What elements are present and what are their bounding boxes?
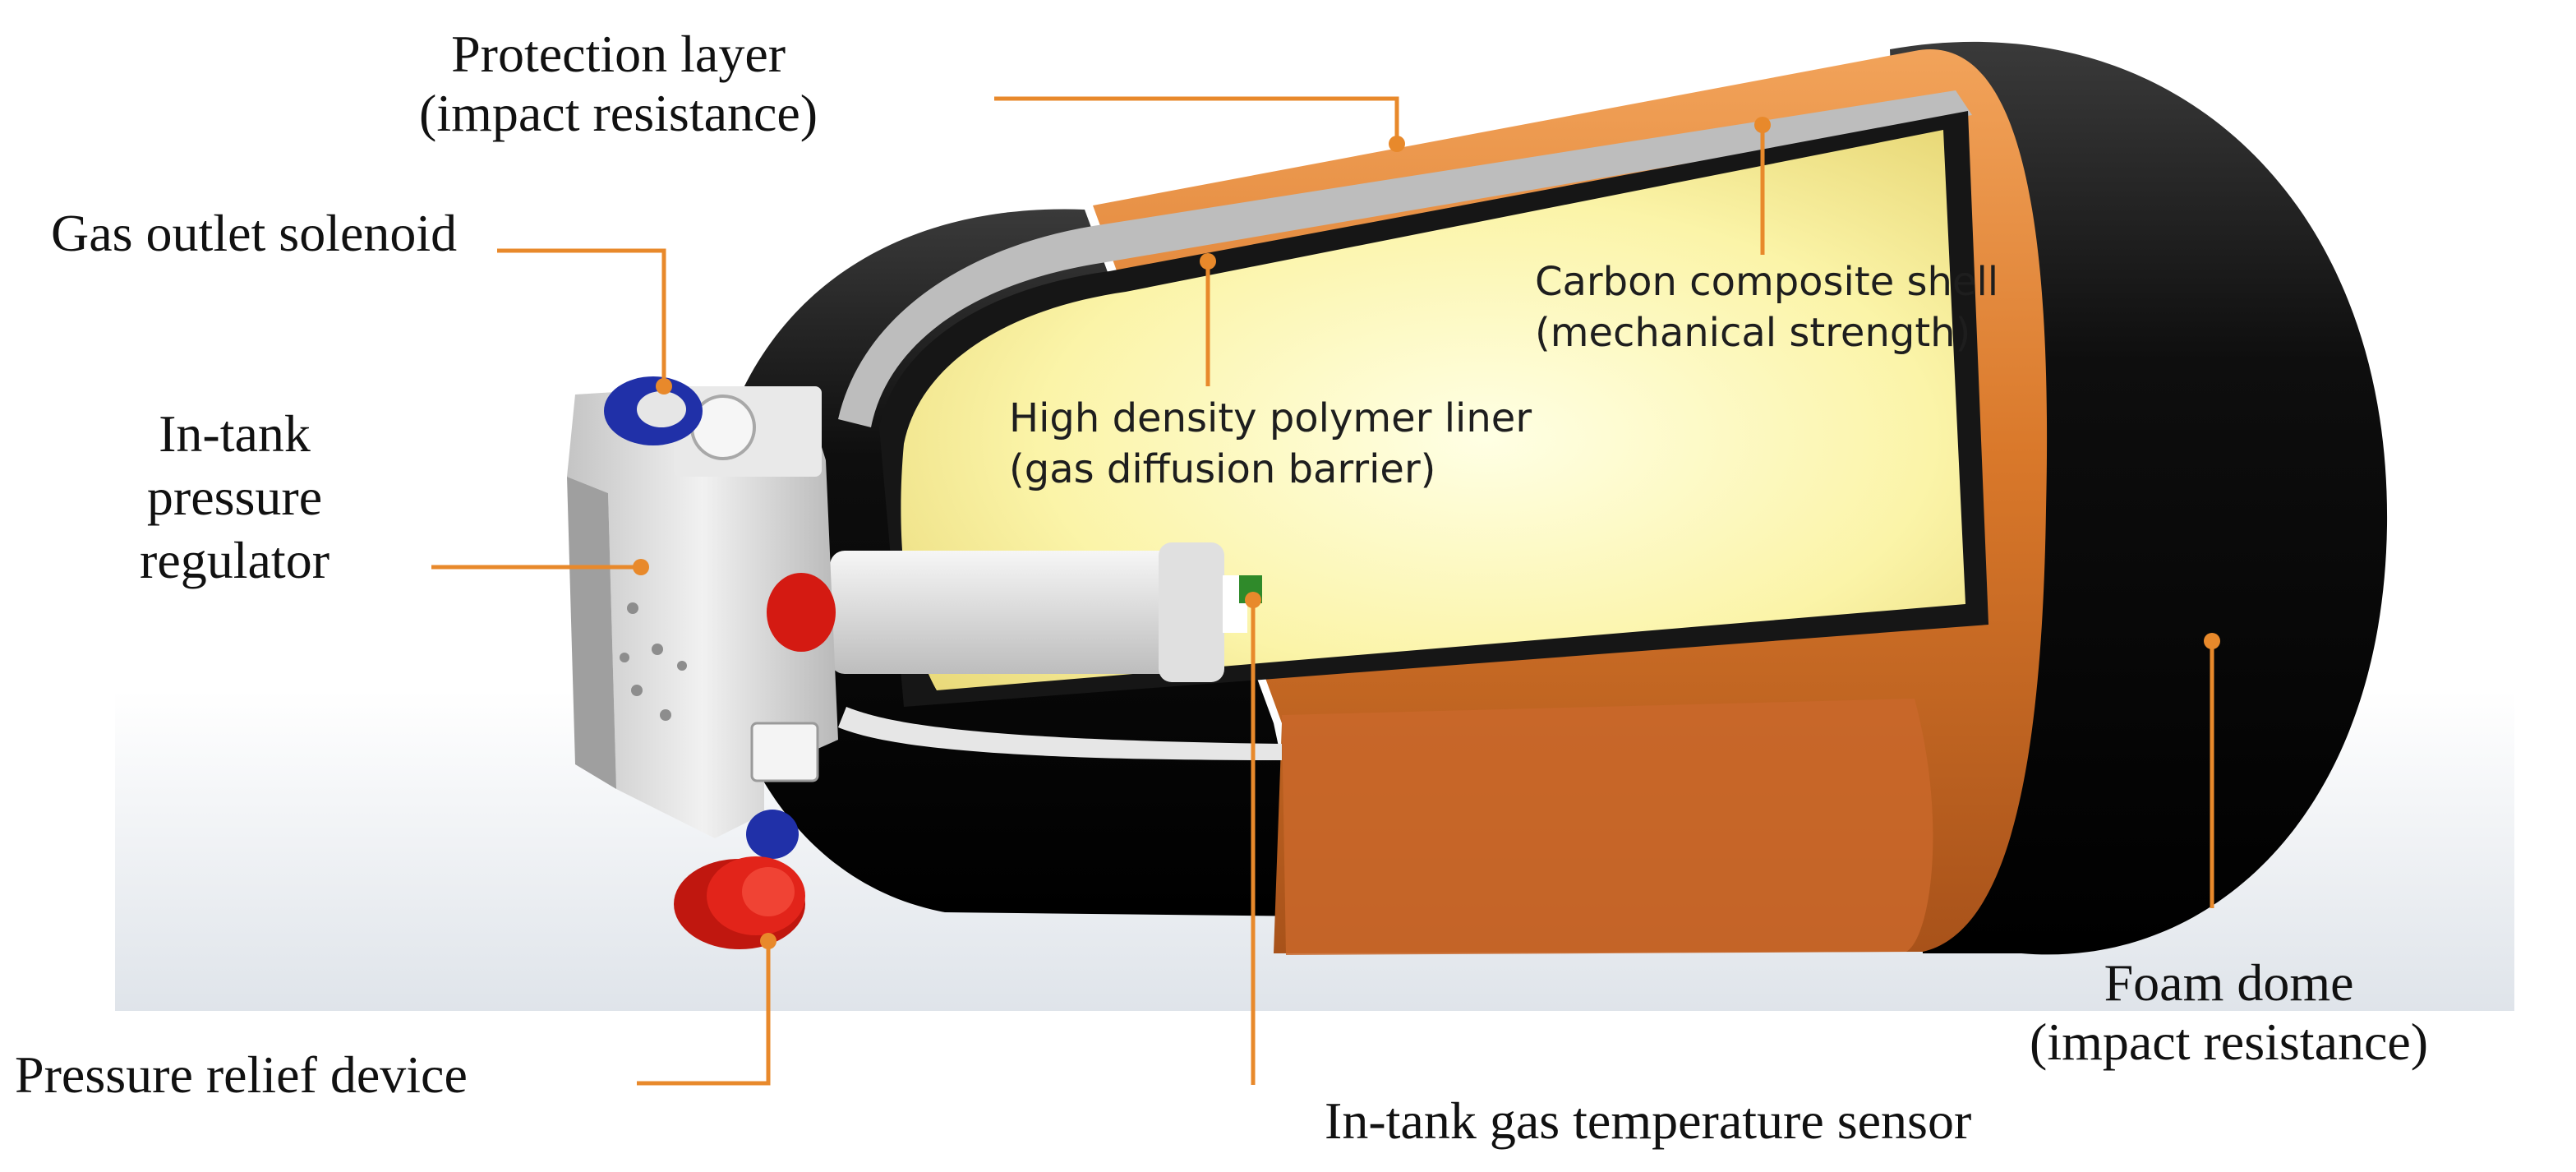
label-protection-layer: Protection layer (impact resistance) [419, 25, 818, 142]
regulator-side-face [567, 477, 616, 789]
label-carbon-composite-shell: Carbon composite shell (mechanical stren… [1535, 256, 1998, 359]
red-side-fitting [767, 573, 836, 652]
label-temp-sensor-text: In-tank gas temperature sensor [1325, 1091, 1972, 1150]
regulator-holes [620, 602, 687, 721]
blue-lower-fitting [746, 810, 799, 859]
front-band [1282, 699, 1933, 955]
label-carbon-shell-line1: Carbon composite shell [1535, 259, 1999, 305]
shell-cut-edge [838, 90, 1972, 427]
label-regulator-line2: pressure [146, 467, 323, 526]
label-gas-outlet-text: Gas outlet solenoid [51, 204, 458, 262]
label-pressure-regulator: In-tank pressure regulator [140, 403, 329, 592]
label-pressure-relief-device: Pressure relief device [15, 1045, 468, 1105]
label-polymer-liner-line2: (gas diffusion barrier) [1009, 446, 1436, 493]
blue-solenoid-core [637, 391, 686, 427]
pipe-collar [1159, 542, 1224, 682]
label-foam-dome: Foam dome (impact resistance) [2030, 953, 2428, 1071]
label-carbon-shell-line2: (mechanical strength) [1535, 310, 1971, 357]
label-foam-dome-line2: (impact resistance) [2030, 1012, 2429, 1071]
leader-dots [633, 117, 2220, 949]
leader-relief-device [637, 941, 771, 1086]
label-protection-layer-line1: Protection layer [451, 25, 786, 83]
internal-pipe [830, 551, 1216, 674]
label-protection-layer-line2: (impact resistance) [419, 83, 818, 142]
leader-protection-layer [994, 96, 1399, 144]
label-regulator-line3: regulator [140, 530, 329, 589]
label-gas-outlet-solenoid: Gas outlet solenoid [51, 204, 457, 263]
leader-gas-outlet [497, 248, 666, 386]
label-relief-device-text: Pressure relief device [15, 1045, 468, 1104]
pressure-relief-valve [674, 856, 805, 949]
label-polymer-liner-line1: High density polymer liner [1009, 395, 1532, 441]
label-foam-dome-line1: Foam dome [2104, 953, 2354, 1012]
leader-lines [431, 96, 2214, 1086]
label-temperature-sensor: In-tank gas temperature sensor [1325, 1091, 1971, 1151]
label-polymer-liner: High density polymer liner (gas diffusio… [1009, 393, 1532, 496]
regulator-square-fitting [750, 722, 819, 782]
label-regulator-line1: In-tank [159, 404, 311, 463]
lower-cut-edge [838, 707, 1282, 760]
